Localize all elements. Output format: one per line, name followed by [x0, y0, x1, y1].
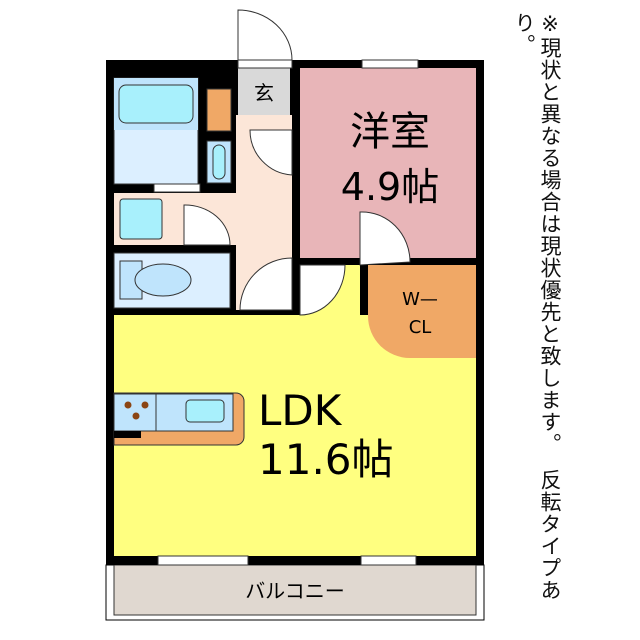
window [157, 555, 249, 566]
bath-door [153, 183, 201, 193]
balcony [113, 564, 477, 616]
walk-in-closet [368, 265, 476, 358]
window [360, 555, 417, 566]
kitchen-wall [114, 431, 141, 438]
washing-machine-icon [119, 198, 163, 240]
toilet-icon [134, 263, 192, 297]
western-room-inner-door[interactable] [359, 211, 411, 266]
stove-burner-icon [124, 401, 132, 409]
western-room-name: 洋室 [350, 109, 430, 155]
ldk-size: 11.6帖 [258, 435, 394, 484]
balcony-label: バルコニー [245, 579, 345, 603]
western-room-door[interactable] [249, 129, 293, 176]
closet-label-1: W— [402, 289, 438, 310]
entrance-door-frame [237, 59, 293, 69]
stove-burner-icon [141, 401, 149, 409]
window [361, 59, 419, 69]
note-line-2: 反転タイプあり。 [512, 12, 562, 601]
ldk-door[interactable] [239, 257, 293, 311]
entrance-door[interactable] [237, 9, 293, 61]
bathtub-icon [118, 84, 194, 124]
closet-label-2: CL [409, 317, 432, 338]
entrance-label: 玄 [254, 81, 274, 105]
entrance [238, 68, 290, 115]
kitchen-sink-icon [185, 399, 225, 423]
stove-burner-icon [132, 412, 140, 420]
ldk-name: LDK [258, 386, 343, 435]
toilet-door[interactable] [183, 204, 231, 246]
note-line-1: ※現状と異なる場合は現状優先と致します。 [538, 12, 562, 455]
closet-door[interactable] [299, 264, 346, 316]
disclaimer-note: ※現状と異なる場合は現状優先と致します。反転タイプあり。 [511, 12, 563, 632]
shoe-cabinet [206, 88, 232, 132]
western-room-size: 4.9帖 [341, 165, 439, 209]
hand-sink-icon [212, 144, 226, 180]
